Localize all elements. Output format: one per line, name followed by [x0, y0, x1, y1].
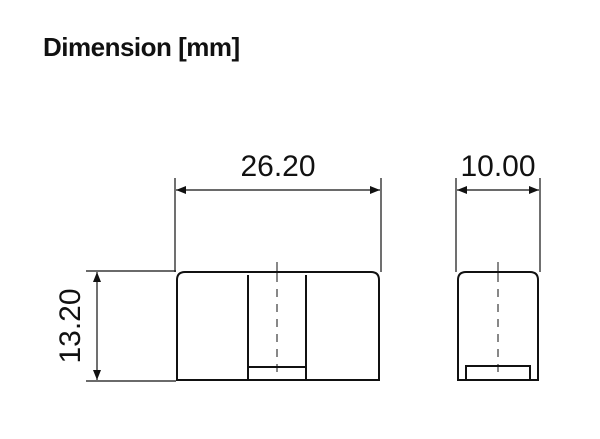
- height-dimension: 13.20: [54, 270, 176, 382]
- height-label: 13.20: [54, 288, 87, 363]
- front-view: [176, 262, 380, 381]
- side-view-outline: [457, 271, 539, 381]
- width-dimension: 26.20: [174, 150, 382, 272]
- depth-dimension: 10.00: [455, 150, 541, 272]
- page-title: Dimension [mm]: [43, 32, 240, 62]
- width-label: 26.20: [240, 150, 315, 183]
- depth-label: 10.00: [460, 150, 535, 183]
- front-view-outline: [176, 271, 380, 381]
- side-view: [457, 262, 539, 381]
